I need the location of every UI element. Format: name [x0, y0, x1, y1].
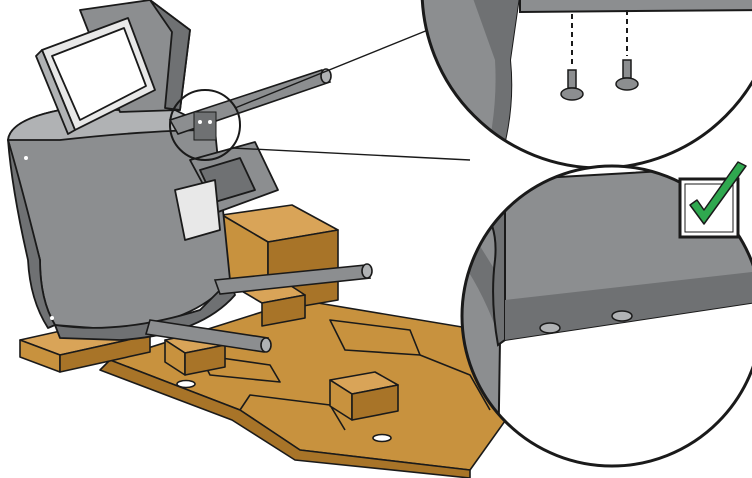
middle-crossbar [213, 263, 373, 295]
bolt-icon [560, 69, 584, 101]
check-mark-icon [678, 161, 747, 239]
detail-before-bolts [420, 0, 752, 170]
lower-crossbar [144, 319, 272, 353]
bolt-icon [611, 310, 633, 322]
detail-after-bolts [460, 164, 752, 468]
machine-body [7, 0, 279, 341]
magnifier-ring [169, 29, 471, 161]
bolt-icon [615, 59, 639, 91]
bolt-icon [539, 322, 561, 334]
